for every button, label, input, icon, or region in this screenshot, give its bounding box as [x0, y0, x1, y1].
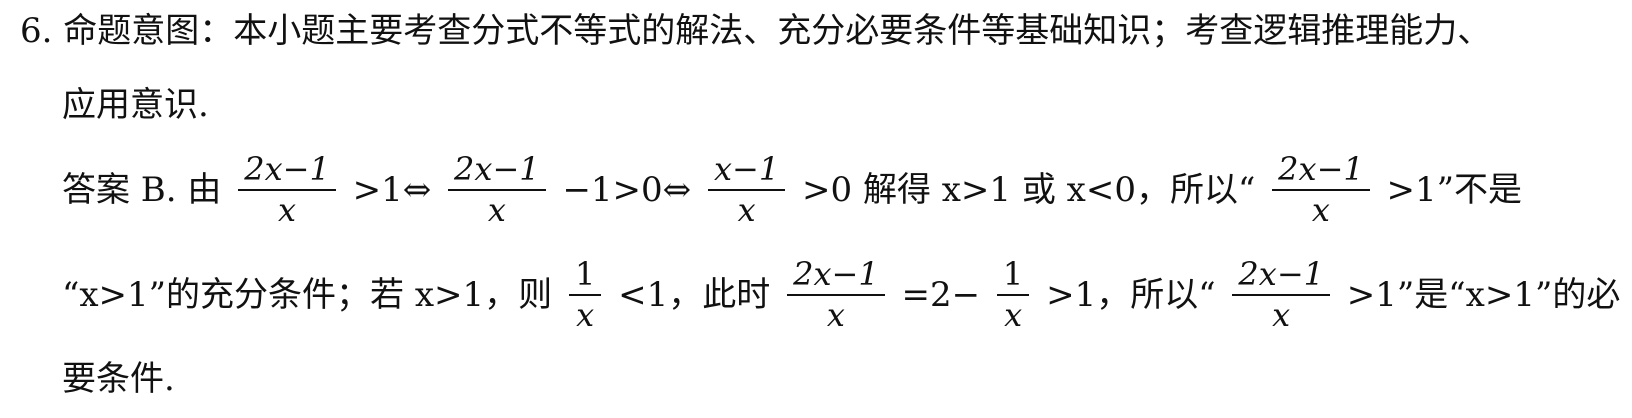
fraction-2x-1-over-x-f: 2x−1 x [1232, 255, 1330, 335]
fraction-bar [787, 294, 885, 297]
fraction-numerator: x−1 [713, 150, 780, 188]
fraction-numerator: 1 [574, 255, 596, 293]
fraction-bar [996, 294, 1030, 297]
fraction-denominator: x [487, 191, 506, 230]
relation-c: >0 解得 x>1 或 x<0，所以“ [802, 170, 1256, 211]
fraction-x-1-over-x: x−1 x [707, 150, 786, 230]
answer-suffix: >1”不是 [1386, 170, 1523, 211]
relation-b: =2− [901, 275, 981, 316]
fraction-bar [707, 189, 786, 192]
relation-a: >1⇔ [352, 170, 432, 211]
fraction-numerator: 2x−1 [793, 255, 879, 293]
relation-b: −1>0⇔ [562, 170, 692, 211]
fraction-2x-1-over-x-b: 2x−1 x [448, 150, 546, 230]
fraction-numerator: 2x−1 [1278, 150, 1364, 188]
answer-prefix: 答案 B. 由 [62, 170, 222, 211]
fraction-2x-1-over-x-e: 2x−1 x [787, 255, 885, 335]
fraction-numerator: 2x−1 [454, 150, 540, 188]
fraction-bar [238, 189, 336, 192]
fraction-numerator: 1 [1002, 255, 1024, 293]
fraction-numerator: 2x−1 [1238, 255, 1324, 293]
fraction-bar [1272, 189, 1370, 192]
fraction-denominator: x [576, 296, 595, 335]
fraction-denominator: x [826, 296, 845, 335]
relation-c: >1，所以“ [1046, 275, 1216, 316]
fraction-1-over-x-b: 1 x [996, 255, 1030, 335]
answer-line2-suffix: >1”是“x>1”的必 [1346, 275, 1621, 316]
intent-text-2: 应用意识. [62, 85, 209, 125]
fraction-denominator: x [278, 191, 297, 230]
answer-line3-text: 要条件. [62, 359, 175, 399]
fraction-bar [568, 294, 602, 297]
fraction-denominator: x [1004, 296, 1023, 335]
answer-line2-prefix: “x>1”的充分条件；若 x>1，则 [62, 275, 553, 316]
problem-intent-line-2: 应用意识. [62, 88, 209, 122]
answer-line-1: 答案 B. 由 2x−1 x >1⇔ 2x−1 x −1>0⇔ x−1 x >0… [62, 150, 1523, 230]
relation-a: <1，此时 [618, 275, 771, 316]
answer-line-2: “x>1”的充分条件；若 x>1，则 1 x <1，此时 2x−1 x =2− … [62, 255, 1621, 335]
problem-intent-line-1: 6. 命题意图：本小题主要考查分式不等式的解法、充分必要条件等基础知识；考查逻辑… [20, 14, 1491, 48]
answer-line-3: 要条件. [62, 362, 175, 396]
fraction-bar [1232, 294, 1330, 297]
intent-text-1: 6. 命题意图：本小题主要考查分式不等式的解法、充分必要条件等基础知识；考查逻辑… [20, 11, 1492, 51]
fraction-1-over-x-a: 1 x [568, 255, 602, 335]
fraction-bar [448, 189, 546, 192]
fraction-2x-1-over-x-a: 2x−1 x [238, 150, 336, 230]
fraction-denominator: x [1272, 296, 1291, 335]
fraction-2x-1-over-x-d: 2x−1 x [1272, 150, 1370, 230]
fraction-numerator: 2x−1 [244, 150, 330, 188]
fraction-denominator: x [737, 191, 756, 230]
fraction-denominator: x [1311, 191, 1330, 230]
